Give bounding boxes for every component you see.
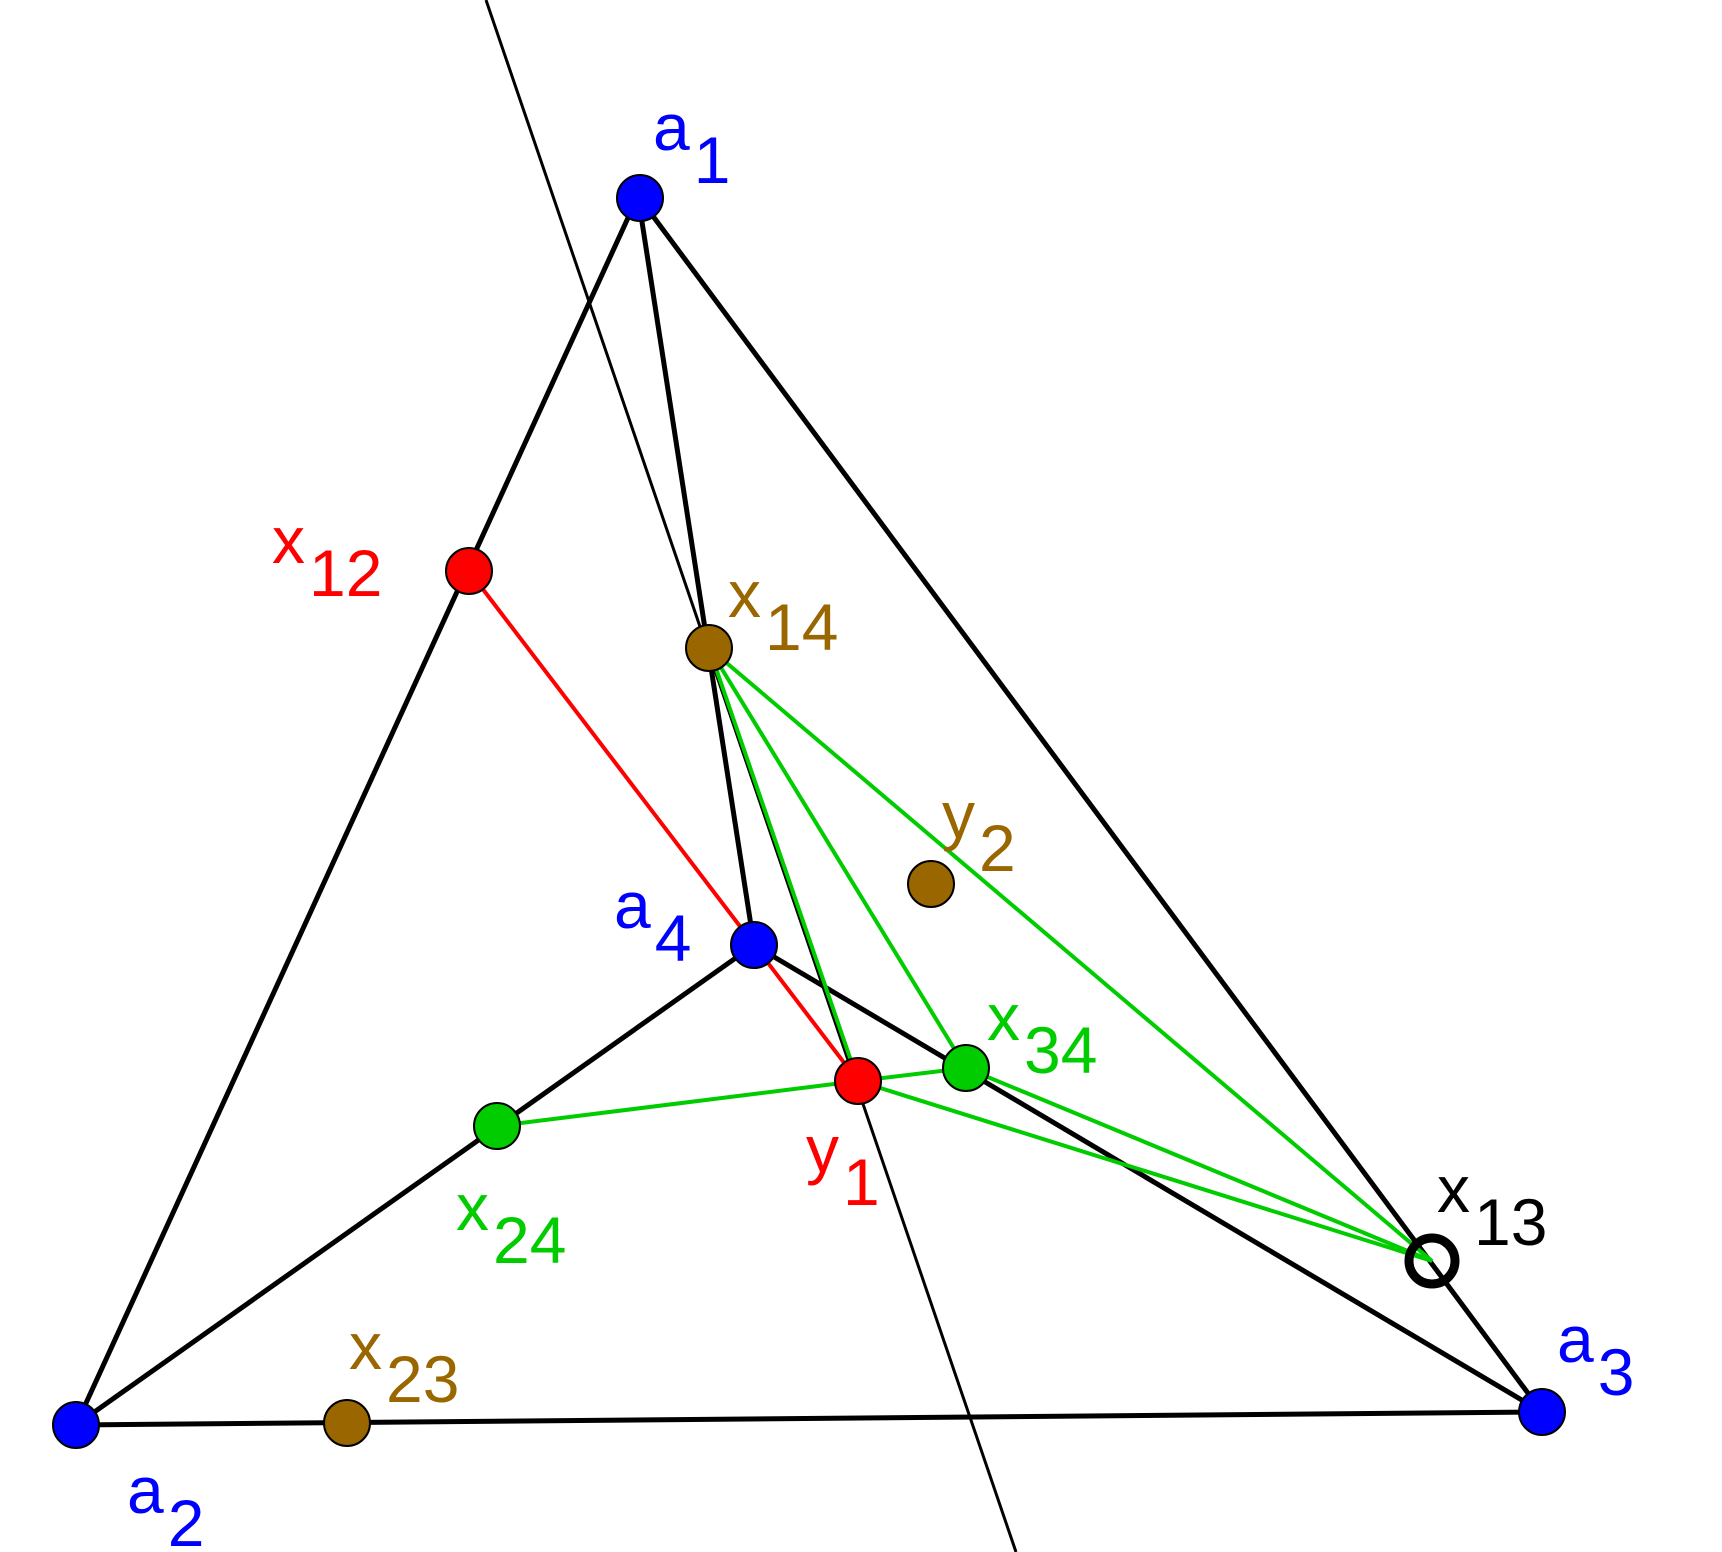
label-a1: a1 [653, 90, 730, 197]
label-x23: x23 [349, 1309, 459, 1416]
edge-a1-a3 [635, 194, 1545, 1414]
green-x14-x34 [707, 646, 968, 1070]
point-y1 [834, 1057, 882, 1105]
point-a2 [52, 1401, 100, 1449]
edge-a2-a4 [74, 942, 756, 1428]
green-x24-y1 [496, 1079, 859, 1128]
green-y1-x13 [857, 1079, 1433, 1263]
label-a4: a4 [614, 868, 691, 975]
point-x24 [473, 1102, 521, 1150]
point-y2 [907, 860, 955, 908]
label-y1: y1 [806, 1112, 880, 1219]
label-x14: x14 [728, 557, 838, 664]
edge-a3-a4 [752, 942, 1544, 1415]
point-a3 [1518, 1388, 1566, 1436]
label-x12: x12 [272, 503, 382, 610]
point-a4 [730, 921, 778, 969]
point-a1 [616, 174, 664, 222]
label-a3: a3 [1557, 1302, 1634, 1409]
label-y2: y2 [942, 778, 1016, 885]
edge-a1-a2 [73, 194, 641, 1427]
green-x14-y1 [707, 647, 860, 1082]
point-x14 [685, 624, 733, 672]
label-x13: x13 [1437, 1152, 1547, 1259]
point-x34 [942, 1044, 990, 1092]
label-x34: x34 [987, 980, 1097, 1087]
point-x13 [1404, 1233, 1460, 1289]
point-x12 [445, 547, 493, 595]
label-a2: a2 [127, 1453, 204, 1552]
edge-a1-a4 [635, 195, 757, 946]
edge-a2-a3 [75, 1409, 1543, 1428]
label-x24: x24 [456, 1170, 566, 1277]
green-x14-x13 [707, 646, 1434, 1263]
red-segment-x12-y1 [467, 569, 860, 1083]
green-x34-x13 [965, 1066, 1433, 1263]
point-x23 [323, 1399, 371, 1447]
